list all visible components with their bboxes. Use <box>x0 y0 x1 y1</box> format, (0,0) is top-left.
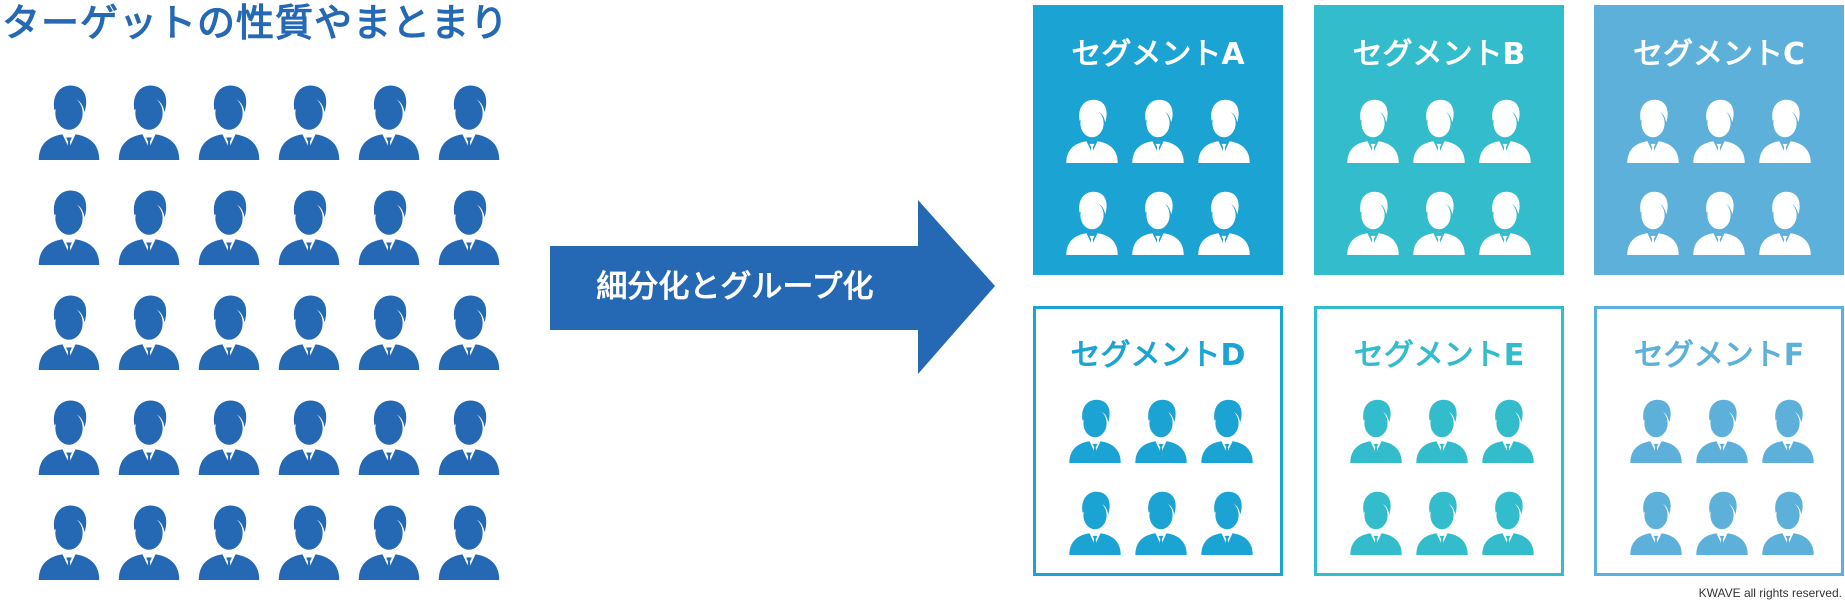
segment-f-people <box>1628 395 1816 555</box>
person-icon <box>1413 191 1465 255</box>
person-icon <box>1350 491 1402 555</box>
person-icon <box>358 85 420 160</box>
segment-b-people <box>1345 95 1533 255</box>
person-icon <box>1066 191 1118 255</box>
person-icon <box>438 295 500 370</box>
person-icon <box>38 295 100 370</box>
segment-e-label: セグメントE <box>1353 338 1525 373</box>
person-icon <box>1198 99 1250 163</box>
person-icon <box>1066 99 1118 163</box>
person-icon <box>1696 399 1748 463</box>
person-icon <box>278 295 340 370</box>
person-icon <box>1135 399 1187 463</box>
segment-c-box: セグメントC <box>1594 5 1844 275</box>
segment-b-box: セグメントB <box>1314 5 1564 275</box>
arrow-label: 細分化とグループ化 <box>596 269 874 305</box>
person-icon <box>1630 491 1682 555</box>
person-icon <box>198 400 260 475</box>
target-people-grid <box>36 80 502 580</box>
person-icon <box>1762 491 1814 555</box>
arrow-right-icon <box>550 200 995 374</box>
person-icon <box>1693 191 1745 255</box>
person-icon <box>1416 399 1468 463</box>
person-icon <box>198 505 260 580</box>
person-icon <box>198 85 260 160</box>
person-icon <box>1482 491 1534 555</box>
person-icon <box>1347 191 1399 255</box>
segment-d-box: セグメントD <box>1033 306 1283 576</box>
person-icon <box>358 400 420 475</box>
person-icon <box>1759 99 1811 163</box>
person-icon <box>118 295 180 370</box>
person-icon <box>1416 491 1468 555</box>
person-icon <box>438 85 500 160</box>
person-icon <box>38 400 100 475</box>
person-icon <box>1693 99 1745 163</box>
copyright-text: KWAVE all rights reserved. <box>1698 586 1842 600</box>
segment-f-box: セグメントF <box>1594 306 1844 576</box>
segment-b-label: セグメントB <box>1352 37 1526 72</box>
person-icon <box>1413 99 1465 163</box>
person-icon <box>1347 99 1399 163</box>
person-icon <box>1627 191 1679 255</box>
person-icon <box>278 505 340 580</box>
person-icon <box>358 505 420 580</box>
person-icon <box>1696 491 1748 555</box>
person-icon <box>278 85 340 160</box>
person-icon <box>438 190 500 265</box>
segment-a-people <box>1064 95 1252 255</box>
segment-d-label: セグメントD <box>1070 338 1246 373</box>
person-icon <box>38 505 100 580</box>
segment-a-box: セグメントA <box>1033 5 1283 275</box>
person-icon <box>1762 399 1814 463</box>
person-icon <box>1479 99 1531 163</box>
person-icon <box>438 505 500 580</box>
person-icon <box>1135 491 1187 555</box>
person-icon <box>438 400 500 475</box>
person-icon <box>1627 99 1679 163</box>
person-icon <box>118 85 180 160</box>
person-icon <box>278 190 340 265</box>
person-icon <box>358 295 420 370</box>
segment-e-people <box>1348 395 1536 555</box>
person-icon <box>1132 99 1184 163</box>
person-icon <box>358 190 420 265</box>
person-icon <box>1201 399 1253 463</box>
person-icon <box>1198 191 1250 255</box>
segment-a-label: セグメントA <box>1071 37 1245 72</box>
person-icon <box>1350 399 1402 463</box>
person-icon <box>1201 491 1253 555</box>
person-icon <box>198 190 260 265</box>
person-icon <box>38 190 100 265</box>
segment-c-people <box>1625 95 1813 255</box>
segment-f-label: セグメントF <box>1633 338 1805 373</box>
person-icon <box>1069 399 1121 463</box>
person-icon <box>1759 191 1811 255</box>
person-icon <box>1479 191 1531 255</box>
person-icon <box>38 85 100 160</box>
person-icon <box>1482 399 1534 463</box>
person-icon <box>1132 191 1184 255</box>
person-icon <box>1069 491 1121 555</box>
person-icon <box>278 400 340 475</box>
segment-e-box: セグメントE <box>1314 306 1564 576</box>
person-icon <box>118 190 180 265</box>
segment-c-label: セグメントC <box>1632 37 1806 72</box>
person-icon <box>198 295 260 370</box>
person-icon <box>118 400 180 475</box>
person-icon <box>1630 399 1682 463</box>
page-title: ターゲットの性質やまとまり <box>2 1 510 45</box>
arrow-shape <box>550 200 995 374</box>
person-icon <box>118 505 180 580</box>
segment-d-people <box>1067 395 1255 555</box>
